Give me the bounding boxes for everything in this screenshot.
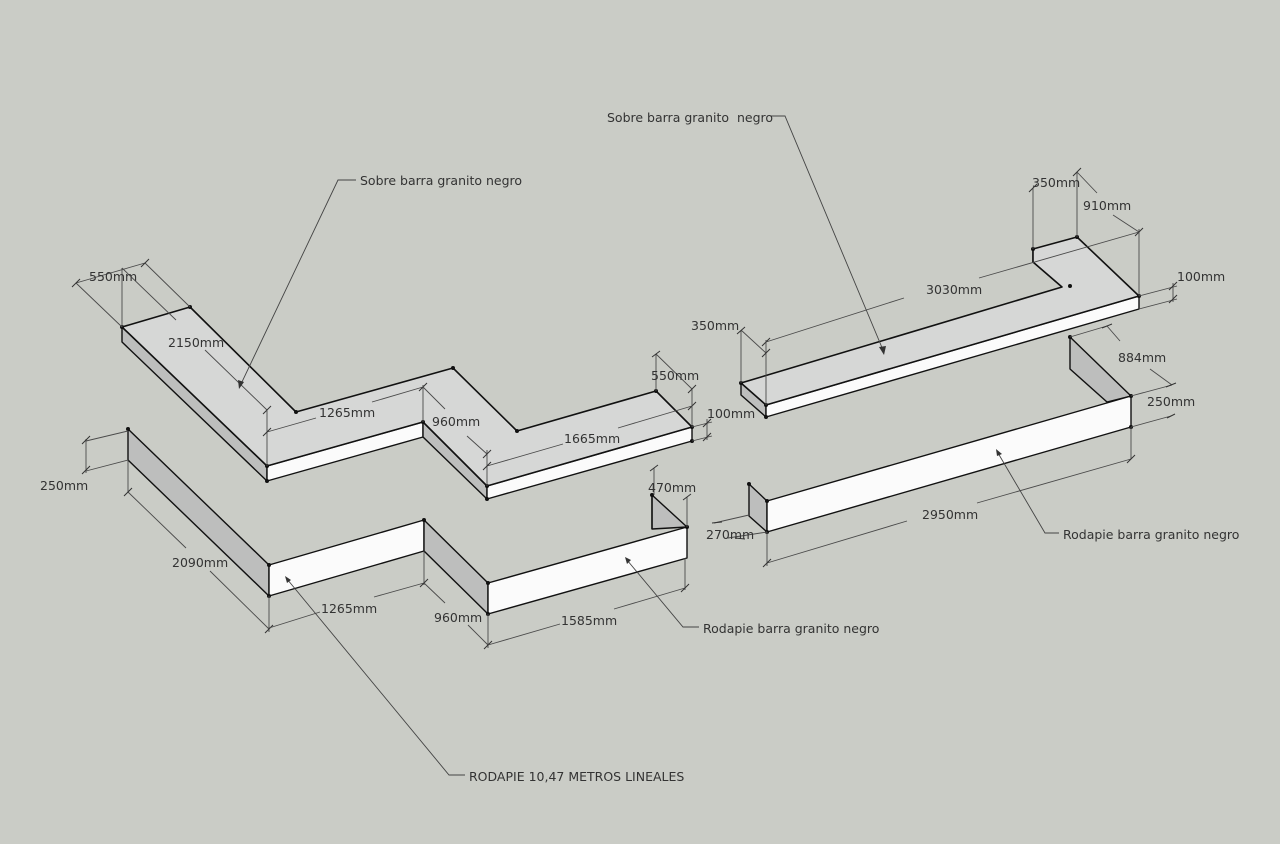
left-plinth-front-2 [487, 526, 688, 615]
dim-left-plinth-return: 470mm [648, 480, 696, 495]
dim-left-plinth-height: 250mm [40, 478, 88, 493]
dim-right-top-thickness: 100mm [1177, 269, 1225, 284]
right-plinth-return-left [748, 483, 768, 533]
right-countertop [739, 235, 1141, 419]
dim-left-top-thickness: 100mm [707, 406, 755, 421]
dim-left-plinth-run-3: 1585mm [561, 613, 617, 628]
dim-right-plinth-length: 2950mm [922, 507, 978, 522]
dim-left-top-width-start: 550mm [89, 269, 137, 284]
right-countertop-top [740, 236, 1140, 406]
note-right-top-text: Sobre barra granito negro [607, 110, 773, 125]
right-plinth-dimensions: 884mm 250mm 2950mm 270mm [706, 323, 1195, 568]
dim-left-top-width-end: 550mm [651, 368, 699, 383]
dim-right-plinth-height: 250mm [1147, 394, 1195, 409]
dim-left-top-run-3: 1665mm [564, 431, 620, 446]
note-total: RODAPIE 10,47 METROS LINEALES [285, 576, 684, 784]
left-plinth [126, 427, 689, 616]
dim-left-plinth-run-1: 2090mm [172, 555, 228, 570]
note-total-text: RODAPIE 10,47 METROS LINEALES [469, 769, 684, 784]
dim-right-plinth-return: 884mm [1118, 350, 1166, 365]
dim-left-plinth-step: 960mm [434, 610, 482, 625]
dim-left-top-step: 960mm [432, 414, 480, 429]
dim-left-plinth-run-2: 1265mm [321, 601, 377, 616]
note-left-top: Sobre barra granito negro [238, 173, 522, 389]
left-plinth-front-1 [268, 519, 425, 597]
note-right-base: Rodapie barra granito negro [996, 449, 1239, 542]
dim-left-top-run-1: 2150mm [168, 335, 224, 350]
left-plinth-return [651, 494, 688, 530]
dim-right-top-return-depth: 910mm [1083, 198, 1131, 213]
right-countertop-dimensions: 350mm 910mm 3030mm 350mm 100mm [691, 167, 1225, 405]
note-right-base-text: Rodapie barra granito negro [1063, 527, 1239, 542]
left-plinth-side-2 [423, 519, 489, 615]
dim-right-plinth-end-return: 270mm [706, 527, 754, 542]
dim-right-top-length: 3030mm [926, 282, 982, 297]
dim-right-top-end-width: 350mm [691, 318, 739, 333]
note-right-top: Sobre barra granito negro [607, 110, 886, 355]
right-plinth-return-right [1069, 336, 1132, 403]
note-left-top-text: Sobre barra granito negro [360, 173, 522, 188]
dim-left-top-run-2: 1265mm [319, 405, 375, 420]
note-left-base-text: Rodapie barra granito negro [703, 621, 879, 636]
left-countertop [120, 305, 694, 501]
right-plinth [747, 335, 1133, 534]
note-left-base: Rodapie barra granito negro [625, 557, 879, 636]
left-plinth-dimensions: 250mm 2090mm 1265mm 960mm 1585mm 470mm [40, 430, 696, 650]
left-countertop-dimensions: 550mm 2150mm 1265mm 960mm 1665mm 550mm [71, 258, 755, 486]
dim-right-top-return-width: 350mm [1032, 175, 1080, 190]
